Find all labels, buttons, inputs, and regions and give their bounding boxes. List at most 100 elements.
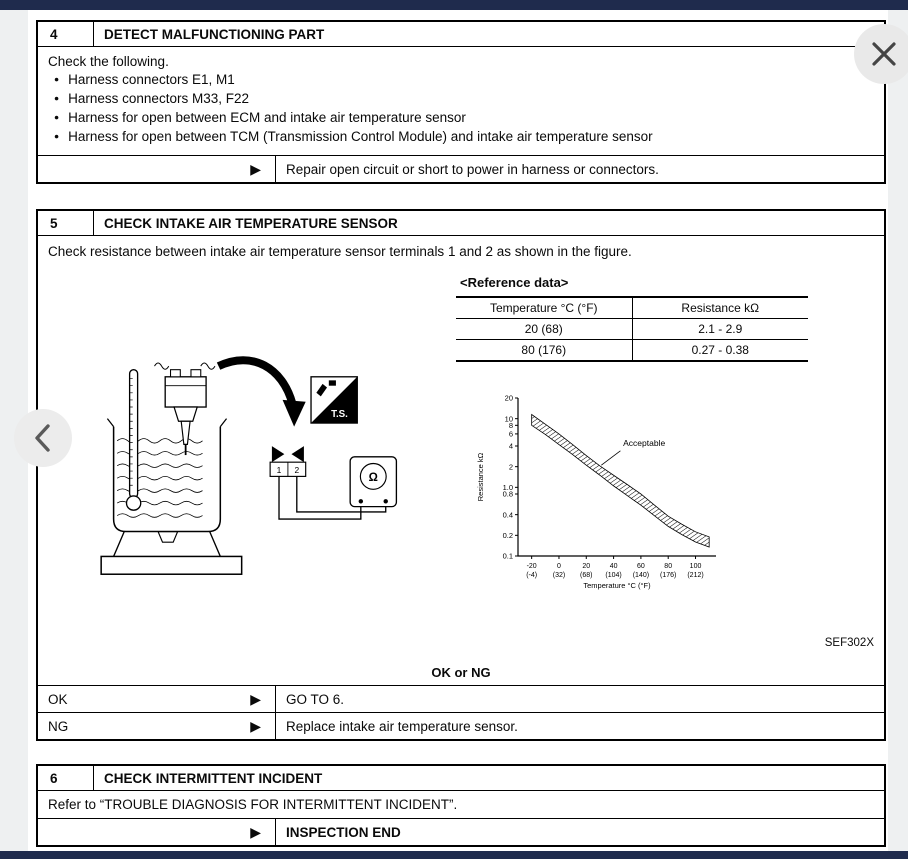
step-4-header: 4 DETECT MALFUNCTIONING PART [38, 22, 884, 47]
chart-x-axis-title: Temperature °C (°F) [583, 581, 651, 590]
terminal-connector: 1 2 [269, 446, 307, 477]
thermometer [125, 369, 142, 511]
chart-annotation-text: Acceptable [623, 438, 665, 448]
step-4-box: 4 DETECT MALFUNCTIONING PART Check the f… [36, 20, 886, 184]
bullet-text: Harness connectors E1, M1 [68, 72, 235, 87]
result-label-ng: NG [48, 718, 69, 734]
chart-y-tick-label: 8 [509, 421, 513, 430]
reference-table: Temperature °C (°F) Resistance kΩ 20 (68… [456, 296, 808, 362]
step-5-ok-row: OK ▶ GO TO 6. [38, 685, 884, 712]
ts-label: T.S. [331, 409, 348, 420]
chart-y-tick-label: 2 [509, 462, 513, 471]
step-5-body: Check resistance between intake air temp… [38, 236, 884, 685]
table-row: 80 (176) 0.27 - 0.38 [456, 339, 808, 362]
arrow-right-icon: ▶ [250, 691, 261, 707]
cell-res: 2.1 - 2.9 [632, 318, 808, 340]
chart-x-tick-label-c: 60 [637, 563, 645, 570]
bullet-item: Harness connectors M33, F22 [48, 90, 874, 109]
bullet-text: Harness for open between ECM and intake … [68, 110, 466, 125]
chart-y-tick-label: 4 [509, 442, 513, 451]
chart-y-tick-label: 0.8 [503, 490, 513, 499]
step-4-intro: Check the following. [48, 54, 169, 69]
table-row: 20 (68) 2.1 - 2.9 [456, 318, 808, 340]
step-6-header: 6 CHECK INTERMITTENT INCIDENT [38, 766, 884, 791]
ohmmeter: Ω [278, 456, 398, 520]
chart-acceptable-band [531, 413, 710, 548]
col-temperature: Temperature °C (°F) [456, 296, 633, 319]
step-5-box: 5 CHECK INTAKE AIR TEMPERATURE SENSOR Ch… [36, 209, 886, 741]
chart-x-tick-label-f: (176) [660, 572, 676, 579]
manual-page: 4 DETECT MALFUNCTIONING PART Check the f… [28, 10, 888, 851]
action-left-cell: ▶ [38, 819, 276, 845]
reference-table-header: Temperature °C (°F) Resistance kΩ [456, 296, 808, 319]
close-button[interactable] [854, 24, 908, 84]
chart-annotation-leader [601, 450, 621, 466]
top-frame-bar [0, 0, 908, 10]
step-6-box: 6 CHECK INTERMITTENT INCIDENT Refer to “… [36, 764, 886, 847]
chart-y-axis-title: Resistance kΩ [476, 452, 485, 501]
cell-res: 0.27 - 0.38 [632, 339, 808, 362]
terminal-2-label: 2 [294, 465, 299, 475]
bullet-item: Harness for open between TCM (Transmissi… [48, 128, 874, 147]
temperature-sensor [154, 362, 216, 456]
reference-column: <Reference data> Temperature °C (°F) Res… [456, 273, 840, 601]
bottom-frame-bar [0, 851, 908, 859]
chart-x-tick-label-f: (212) [687, 572, 703, 579]
cell-temp: 80 (176) [456, 339, 633, 362]
step-4-body: Check the following. Harness connectors … [38, 47, 884, 155]
step-5-header: 5 CHECK INTAKE AIR TEMPERATURE SENSOR [38, 211, 884, 236]
chart-y-tick-label: 0.2 [503, 531, 513, 540]
chevron-left-icon [35, 424, 50, 452]
chart-y-tick-label: 6 [509, 430, 513, 439]
sensor-test-illustration: T.S. 1 2 [100, 356, 398, 575]
chart-x-tick-label-c: 0 [557, 563, 561, 570]
chart-y-tick-label: 0.4 [503, 510, 513, 519]
chart-y-tick-label: 0.1 [503, 552, 513, 561]
ohm-symbol: Ω [369, 472, 378, 484]
step-5-title: CHECK INTAKE AIR TEMPERATURE SENSOR [104, 215, 398, 231]
resistance-chart: 201086421.00.80.40.20.1-20(-4)0(32)20(68… [476, 394, 716, 590]
ok-or-ng-label: OK or NG [431, 665, 491, 680]
chart-x-tick-label-c: 100 [690, 563, 702, 570]
figure-code: SEF302X [824, 637, 874, 649]
action-left-cell: NG ▶ [38, 713, 276, 739]
step-4-action-text: Repair open circuit or short to power in… [286, 161, 659, 177]
reference-data-title: <Reference data> [460, 275, 569, 290]
step-4-action-row: ▶ Repair open circuit or short to power … [38, 155, 884, 182]
bullet-item: Harness connectors E1, M1 [48, 71, 874, 90]
figure-area: T.S. 1 2 [38, 265, 884, 663]
chart-y-tick-label: 1.0 [503, 483, 513, 492]
chart-x-tick-label-f: (140) [633, 572, 649, 579]
step-4-number: 4 [38, 22, 94, 46]
step-6-number: 6 [38, 766, 94, 790]
stand-base [100, 530, 243, 575]
bullet-item: Harness for open between ECM and intake … [48, 109, 874, 128]
arrow-right-icon: ▶ [250, 824, 261, 840]
ok-action-text: GO TO 6. [286, 691, 345, 707]
chart-x-tick-label-c: 40 [610, 563, 618, 570]
step-6-intro: Refer to “TROUBLE DIAGNOSIS FOR INTERMIT… [48, 797, 458, 812]
step-5-ng-row: NG ▶ Replace intake air temperature sens… [38, 712, 884, 739]
chart-x-tick-label-f: (68) [580, 572, 592, 579]
chart-x-tick-label-c: 20 [582, 563, 590, 570]
action-left-cell: ▶ [38, 156, 276, 182]
step-6-action-row: ▶ INSPECTION END [38, 818, 884, 845]
ng-action-text: Replace intake air temperature sensor. [286, 718, 518, 734]
step-5-number: 5 [38, 211, 94, 235]
chart-x-tick-label-c: -20 [527, 563, 537, 570]
curved-arrow-icon [216, 356, 306, 427]
chart-y-tick-label: 20 [505, 394, 513, 403]
result-label-ok: OK [48, 691, 68, 707]
step-6-title: CHECK INTERMITTENT INCIDENT [104, 770, 323, 786]
arrow-right-icon: ▶ [250, 718, 261, 734]
chart-x-tick-label-c: 80 [664, 563, 672, 570]
cell-temp: 20 (68) [456, 318, 633, 340]
chart-x-tick-label-f: (104) [605, 572, 621, 579]
step-4-title: DETECT MALFUNCTIONING PART [104, 26, 325, 42]
chart-y-tick-label: 10 [505, 414, 513, 423]
previous-page-button[interactable] [14, 409, 72, 467]
ts-disconnect-icon: T.S. [310, 376, 358, 424]
arrow-right-icon: ▶ [250, 161, 261, 177]
